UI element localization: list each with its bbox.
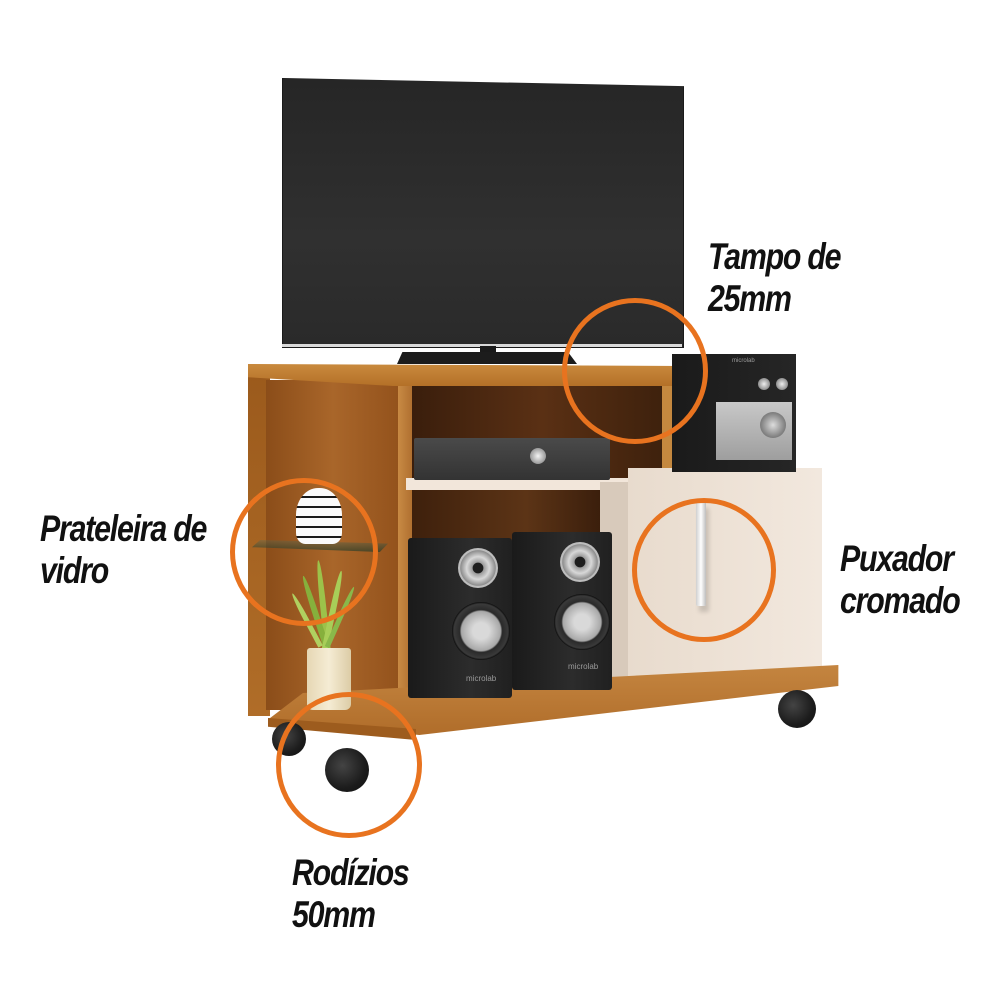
amplifier-knob [530, 448, 546, 464]
label-handle-line1: Puxador [840, 538, 954, 579]
subwoofer-brand: microlab [732, 358, 755, 364]
label-handle: Puxador cromado [840, 538, 961, 622]
tv-bottom-bezel [282, 344, 682, 347]
tv-stand-neck [480, 346, 496, 356]
speaker-right-woofer [554, 594, 610, 650]
subwoofer-port [760, 412, 786, 438]
speaker-right-tweeter [560, 542, 600, 582]
label-glass-shelf-line1: Prateleira de [40, 508, 207, 549]
television [282, 78, 684, 350]
label-casters-line2: 50mm [292, 894, 376, 935]
label-top-line1: Tampo de [708, 236, 842, 277]
callout-ring-top [562, 298, 708, 444]
speaker-left-tweeter [458, 548, 498, 588]
callout-ring-casters [276, 692, 422, 838]
subwoofer-panel [716, 402, 792, 460]
speaker-left-brand: microlab [466, 674, 497, 683]
callout-ring-handle [632, 498, 776, 642]
subwoofer-knob-1 [758, 378, 770, 390]
speaker-left-woofer [452, 602, 510, 660]
label-glass-shelf: Prateleira de vidro [40, 508, 207, 592]
label-handle-line2: cromado [840, 580, 961, 621]
speaker-right: microlab [512, 532, 612, 690]
label-glass-shelf-line2: vidro [40, 550, 109, 591]
callout-ring-glass-shelf [230, 478, 378, 626]
label-casters-line1: Rodízios [292, 852, 410, 893]
label-top-line2: 25mm [708, 278, 792, 319]
subwoofer-knob-2 [776, 378, 788, 390]
caster-wheel-right [778, 690, 816, 728]
amplifier [414, 438, 610, 480]
label-casters: Rodízios 50mm [292, 852, 410, 936]
speaker-right-brand: microlab [568, 662, 599, 671]
speaker-left: microlab [408, 538, 512, 698]
tv-stand-base [397, 352, 577, 364]
label-top-thickness: Tampo de 25mm [708, 236, 842, 320]
